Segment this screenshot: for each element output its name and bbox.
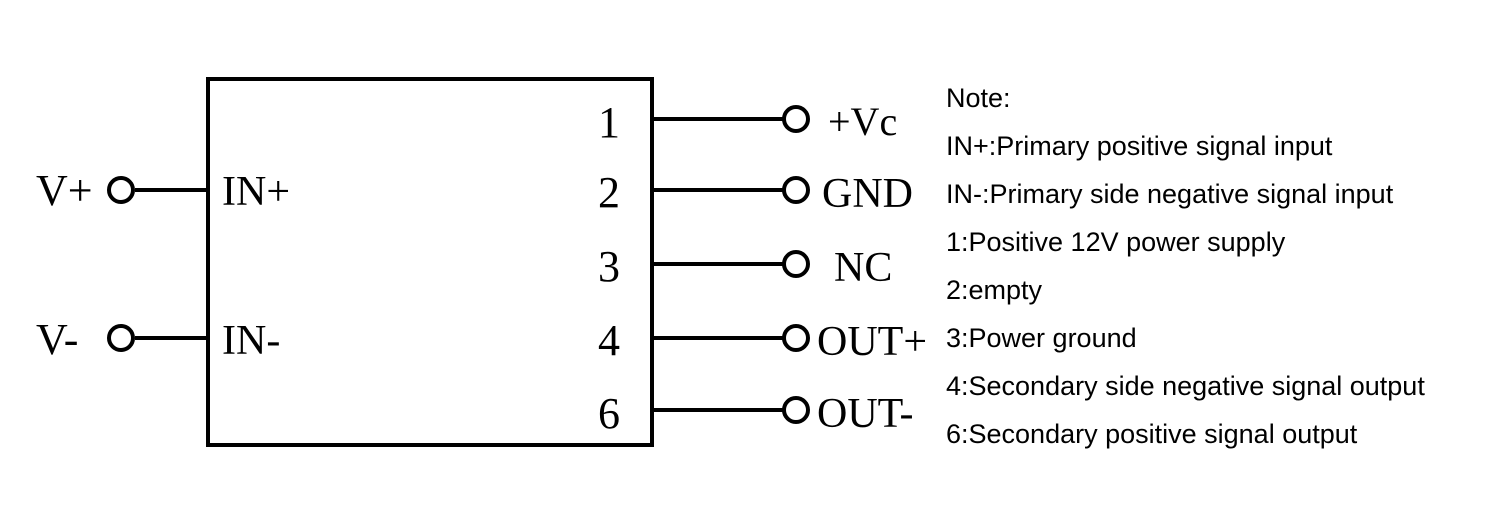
terminal-label: OUT- (817, 391, 913, 437)
note-line: IN-:Primary side negative signal input (946, 179, 1394, 209)
terminal-label: +Vc (828, 99, 897, 144)
terminal-circle (107, 324, 135, 352)
pin-number: 3 (598, 242, 620, 291)
terminal-label: GND (822, 171, 913, 217)
pin-label: IN+ (222, 169, 290, 215)
notes-panel: Note: IN+:Primary positive signal input … (946, 74, 1496, 458)
right-pin-4: 4 OUT+ (598, 316, 927, 365)
right-pin-6: 6 OUT- (598, 389, 913, 438)
terminal-circle (782, 324, 810, 352)
pin-label: IN- (222, 318, 280, 364)
note-line: 1:Positive 12V power supply (946, 227, 1286, 257)
note-line: 3:Power ground (946, 323, 1137, 353)
notes-title: Note: (946, 83, 1011, 113)
pin-number: 4 (598, 316, 620, 365)
terminal-circle (782, 250, 810, 278)
right-pin-2: 2 GND (598, 168, 913, 217)
left-pin-in-plus: V+ IN+ (36, 166, 290, 215)
note-line: 2:empty (946, 275, 1043, 305)
pin-number: 6 (598, 389, 620, 438)
left-pin-in-minus: V- IN- (36, 315, 280, 364)
note-line: IN+:Primary positive signal input (946, 131, 1333, 161)
pin-number: 2 (598, 168, 620, 217)
chip-body (206, 77, 654, 447)
right-pin-3: 3 NC (598, 242, 892, 291)
terminal-label: NC (834, 245, 892, 291)
terminal-label: V- (36, 315, 78, 364)
note-line: 6:Secondary positive signal output (946, 419, 1358, 449)
terminal-circle (782, 176, 810, 204)
terminal-circle (107, 176, 135, 204)
terminal-circle (782, 105, 810, 133)
pin-number: 1 (598, 98, 620, 147)
terminal-label: OUT+ (817, 319, 927, 365)
terminal-circle (782, 396, 810, 424)
note-line: 4:Secondary side negative signal output (946, 371, 1425, 401)
terminal-label: V+ (36, 166, 93, 215)
right-pin-1: 1 +Vc (598, 98, 897, 147)
